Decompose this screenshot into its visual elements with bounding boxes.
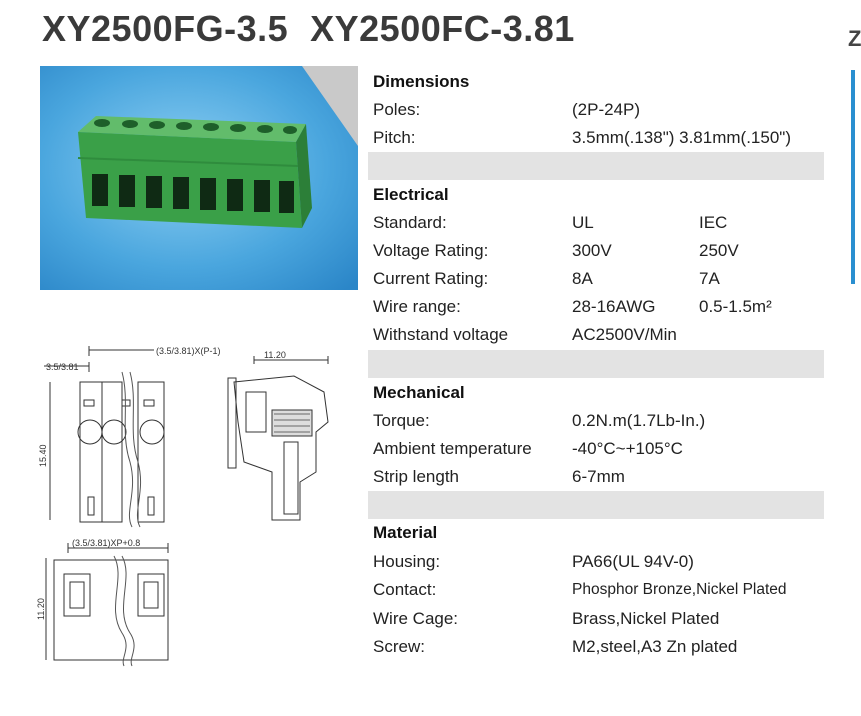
- spec-label: Wire range:: [373, 297, 461, 316]
- spec-label: Housing:: [373, 552, 441, 571]
- section-divider: [368, 152, 824, 180]
- spec-label: Voltage Rating:: [373, 241, 489, 260]
- spec-label: Wire Cage:: [373, 609, 459, 628]
- cropped-title-glyph: Z: [848, 26, 861, 51]
- section-divider: [368, 491, 824, 519]
- spec-label: Standard:: [373, 213, 447, 232]
- bottom-span-label: (3.5/3.81)XP+0.8: [72, 538, 140, 548]
- side-view-drawing: 11.20: [227, 350, 329, 521]
- spec-label: Current Rating:: [373, 269, 489, 288]
- model-fc: XY2500FC-3.81: [310, 8, 575, 49]
- connector-photo: [77, 116, 312, 228]
- spec-label: Screw:: [373, 637, 425, 656]
- bottom-view-drawing: (3.5/3.81)XP+0.8 11.20: [36, 538, 169, 667]
- spec-label: Withstand voltage: [373, 325, 509, 344]
- front-span-label: (3.5/3.81)X(P-1): [156, 346, 221, 356]
- product-photo: [40, 66, 358, 290]
- spec-value: Phosphor Bronze,Nickel Plated: [572, 581, 787, 598]
- spec-value: 0.2N.m(1.7Lb-In.): [572, 411, 706, 430]
- callout-wedge: [302, 66, 358, 146]
- spec-value-iec: 0.5-1.5m²: [699, 297, 772, 316]
- spec-label: Strip length: [373, 467, 459, 486]
- front-height-label: 15.40: [38, 444, 48, 467]
- spec-value: AC2500V/Min: [572, 325, 677, 344]
- spec-value-ul: 28-16AWG: [572, 297, 656, 316]
- spec-value-ul: 300V: [572, 241, 612, 260]
- spec-value: (2P-24P): [572, 100, 641, 119]
- section-divider: [368, 350, 824, 378]
- spec-value-ul: UL: [572, 213, 594, 232]
- spec-value: M2,steel,A3 Zn plated: [572, 637, 738, 656]
- page-title: XY2500FG-3.5 XY2500FC-3.81: [42, 8, 575, 50]
- spec-value: 3.5mm(.138") 3.81mm(.150"): [572, 128, 791, 147]
- section-title-material: Material: [373, 523, 438, 542]
- screw-heads: [94, 119, 297, 134]
- spec-label: Poles:: [373, 100, 421, 119]
- spec-value-iec: 7A: [699, 269, 720, 288]
- bottom-height-label: 11.20: [36, 598, 46, 620]
- spec-label: Ambient temperature: [373, 439, 532, 458]
- model-fg: XY2500FG-3.5: [42, 8, 289, 49]
- spec-value-iec: IEC: [699, 213, 728, 232]
- spec-label: Contact:: [373, 580, 437, 599]
- spec-value-iec: 250V: [699, 241, 739, 260]
- section-title-dimensions: Dimensions: [373, 72, 470, 91]
- spec-label: Torque:: [373, 411, 430, 430]
- spec-value: 6-7mm: [572, 467, 625, 486]
- section-title-mechanical: Mechanical: [373, 383, 465, 402]
- front-view-drawing: 3.5/3.81 (3.5/3.81)X(P-1) 15.40: [38, 346, 221, 528]
- side-width-label: 11.20: [264, 350, 286, 360]
- edge-accent-bar: [851, 70, 855, 284]
- section-title-electrical: Electrical: [373, 185, 449, 204]
- spec-label: Pitch:: [373, 128, 416, 147]
- front-pitch-label: 3.5/3.81: [46, 362, 79, 372]
- spec-value: -40°C~+105°C: [572, 439, 683, 458]
- spec-value: PA66(UL 94V-0): [572, 552, 694, 571]
- spec-value-ul: 8A: [572, 269, 593, 288]
- wire-entry-holes: [92, 174, 294, 213]
- spec-value: Brass,Nickel Plated: [572, 609, 720, 628]
